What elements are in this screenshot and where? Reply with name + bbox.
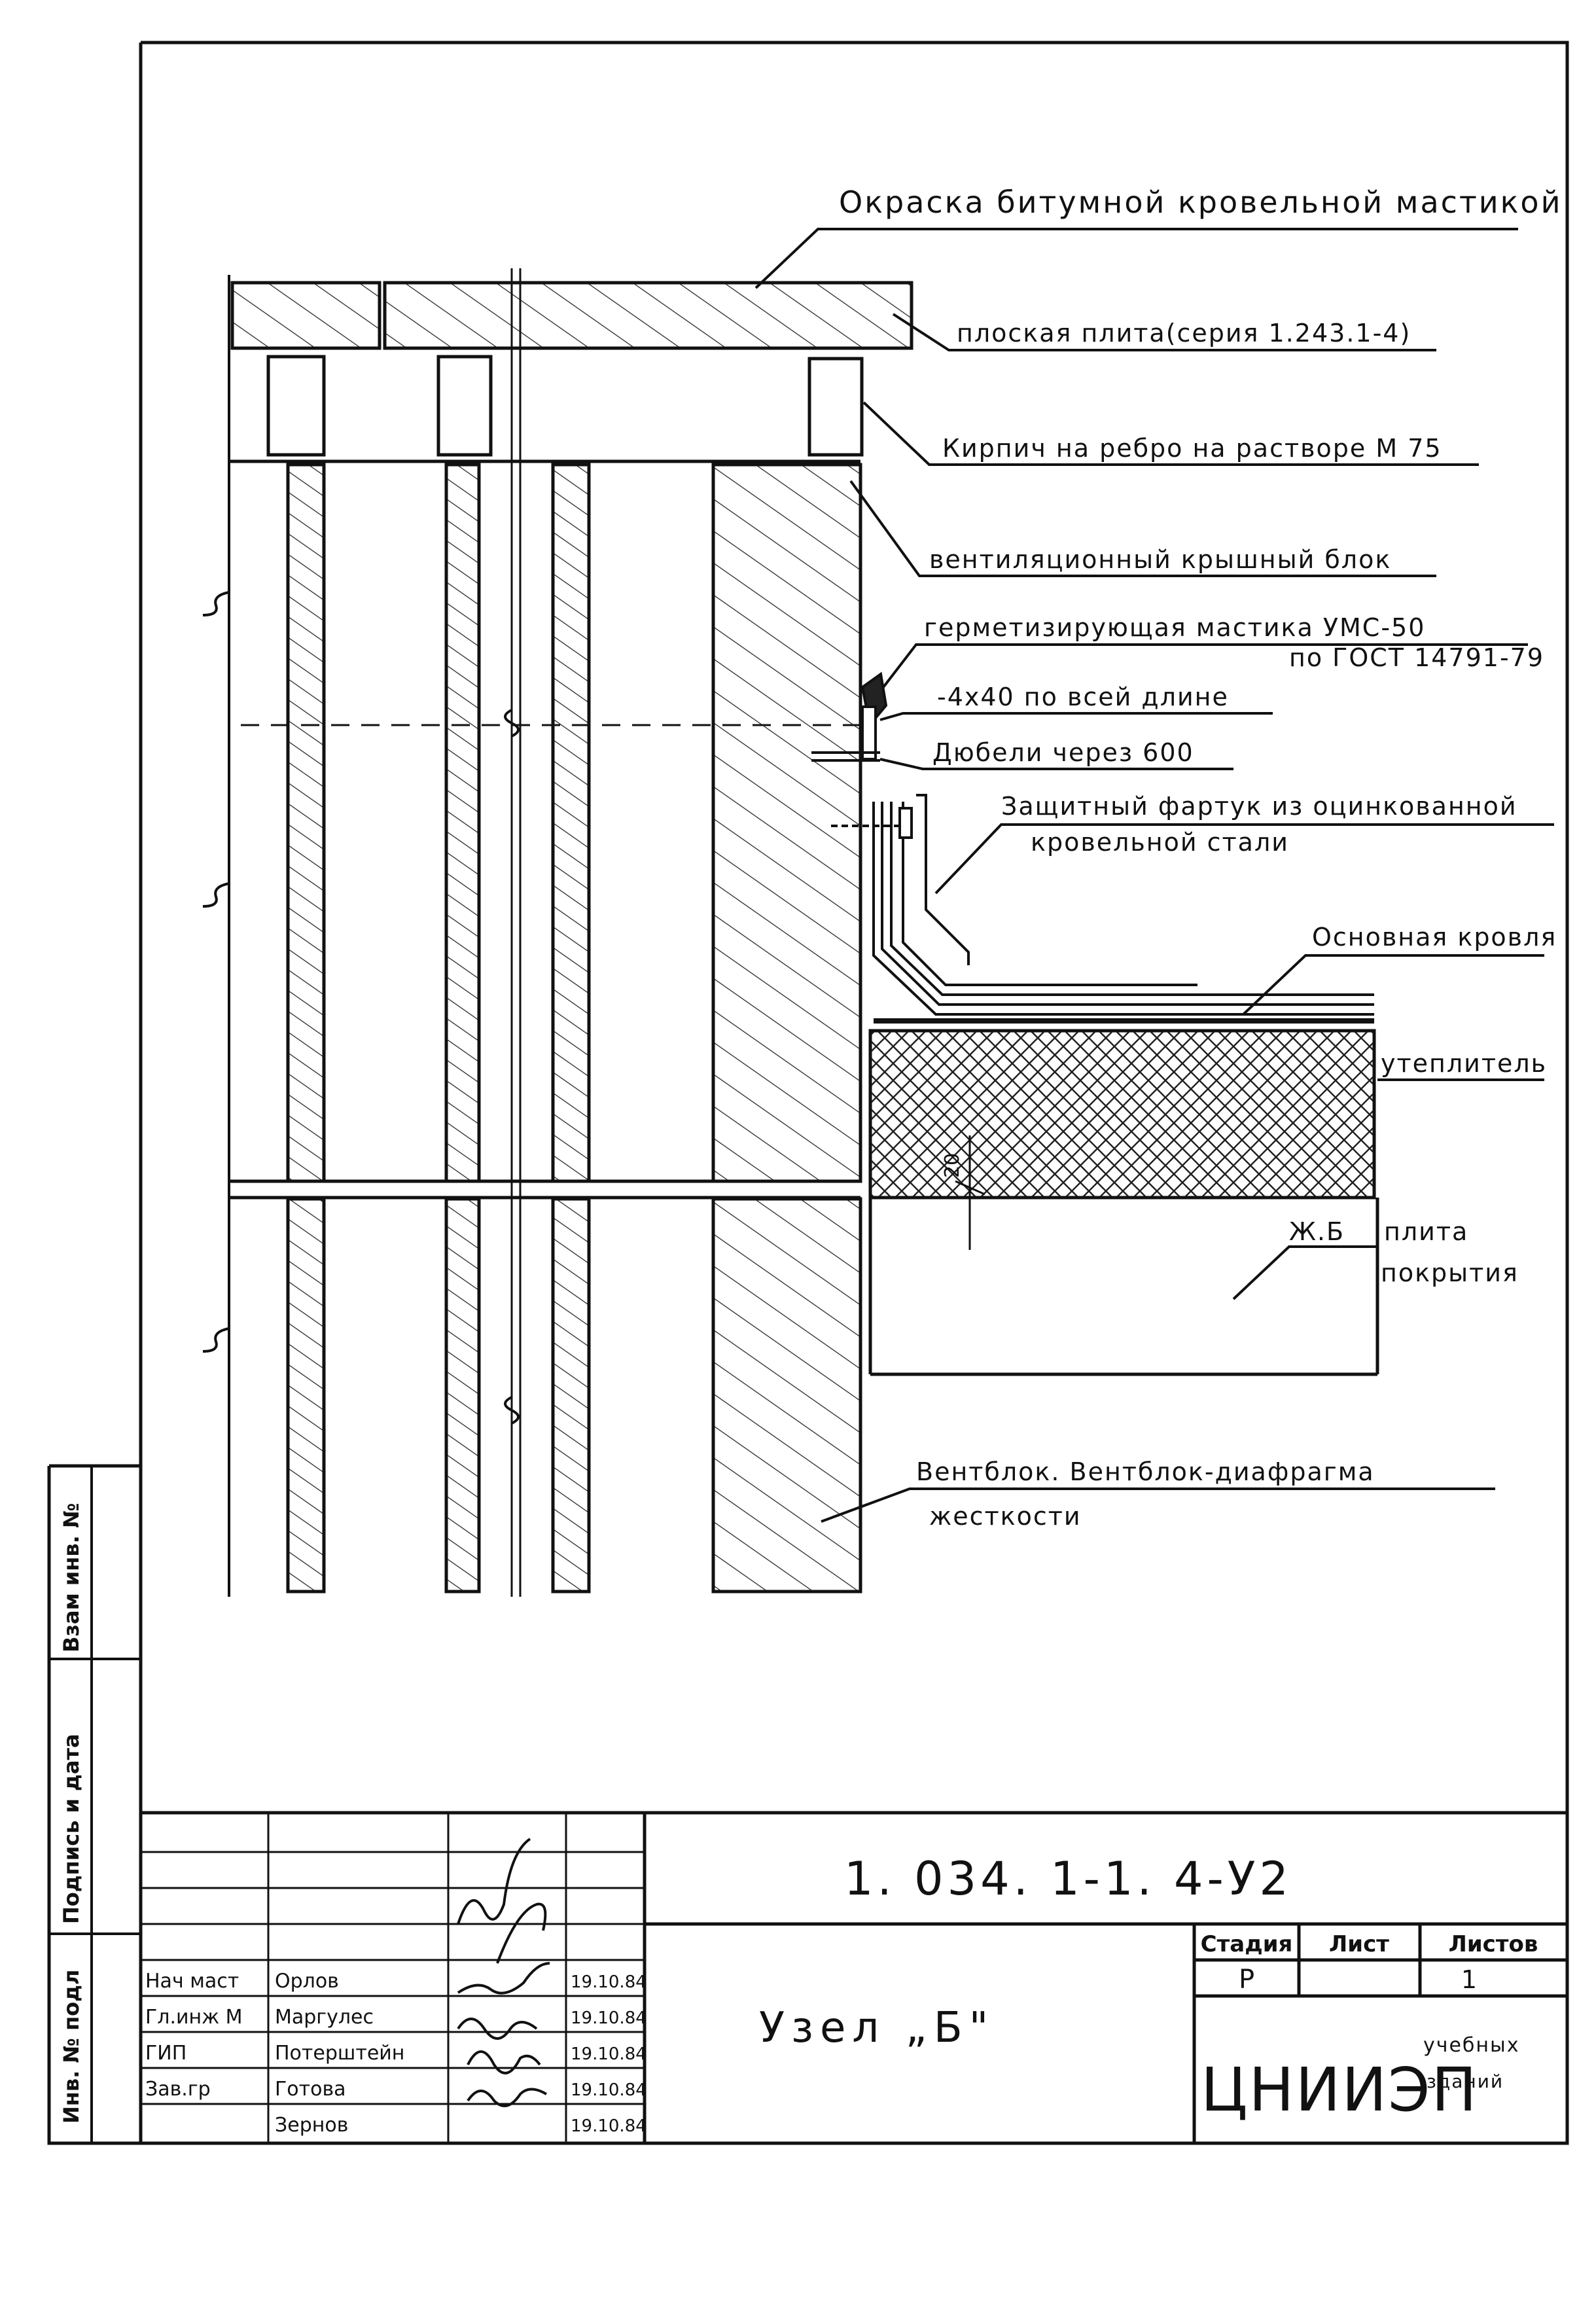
sheets-header: Листов: [1449, 1931, 1538, 1957]
label-rc-slab-1: плита: [1384, 1217, 1468, 1246]
stage-value: Р: [1239, 1965, 1254, 1995]
title-row-name: Готова: [275, 2078, 346, 2101]
brick-supports: [266, 355, 864, 457]
flat-slab: [230, 281, 913, 350]
side-inv-no: Инв. № подл: [59, 1970, 84, 2124]
label-main-roof: Основная кровля: [1312, 923, 1557, 952]
dimension-20: [955, 1135, 985, 1250]
org-sub-1: учебных: [1423, 2034, 1520, 2057]
rc-slab: [868, 1198, 1379, 1376]
title-row-date: 19.10.84: [571, 2080, 647, 2100]
label-rc-slab-2: покрытия: [1381, 1258, 1519, 1287]
node-title: Узел „Б": [759, 2004, 995, 2052]
doc-code: 1. 034. 1-1. 4-У2: [844, 1852, 1292, 1906]
insulation-layer: [868, 1029, 1376, 1200]
title-row-name: Маргулес: [275, 2006, 374, 2029]
stage-header: Стадия: [1201, 1931, 1293, 1957]
title-row-name: Зернов: [275, 2114, 348, 2137]
label-sealant-2: по ГОСТ 14791-79: [1289, 643, 1544, 672]
label-coating: Окраска битумной кровельной мастикой: [839, 185, 1562, 220]
title-row-date: 19.10.84: [571, 2008, 647, 2028]
leader-lines: [754, 228, 1554, 1523]
side-stamp: [49, 1466, 141, 2143]
title-block-grid: [141, 1811, 1567, 2143]
title-row-role: Зав.гр: [145, 2078, 211, 2101]
label-apron-1: Защитный фартук из оцинкованной: [1001, 792, 1517, 821]
label-flat-slab: плоская плита(серия 1.243.1-4): [957, 319, 1411, 347]
label-apron-2: кровельной стали: [1031, 828, 1289, 857]
title-row-role: ГИП: [145, 2042, 186, 2065]
dimension-20-label: 20: [941, 1153, 964, 1178]
signatures: [457, 1838, 550, 2107]
title-row-role: Нач маст: [145, 1970, 239, 1993]
label-sealant-1: герметизирующая мастика УМС-50: [924, 613, 1425, 642]
title-row-date: 19.10.84: [571, 1972, 647, 1992]
title-row-name: Орлов: [275, 1970, 339, 1993]
label-rc-mark: Ж.Б: [1289, 1217, 1345, 1246]
sealant-detail: [811, 671, 903, 827]
sheet-header: Лист: [1329, 1931, 1389, 1957]
title-row-role: Гл.инж М: [145, 2006, 243, 2029]
title-row-date: 19.10.84: [571, 2116, 647, 2136]
label-ventblock-1: Вентблок. Вентблок-диафрагма: [916, 1457, 1375, 1486]
title-block-left-grid: [141, 1813, 645, 2143]
org-logo: ЦНИИЭП: [1201, 2055, 1478, 2125]
label-brick: Кирпич на ребро на растворе М 75: [942, 434, 1442, 463]
vent-block-walls: [228, 268, 862, 1597]
side-sign-date: Подпись и дата: [59, 1734, 84, 1924]
sheets-value: 1: [1461, 1965, 1477, 1994]
title-row-name: Потерштейн: [275, 2042, 404, 2065]
label-vent-block: вентиляционный крышный блок: [929, 545, 1391, 574]
break-marks: [202, 591, 520, 1425]
apron-roofing: [872, 794, 1374, 1024]
label-ventblock-2: жесткости: [929, 1502, 1082, 1531]
label-strip: -4х40 по всей длине: [937, 683, 1229, 711]
title-row-date: 19.10.84: [571, 2044, 647, 2064]
label-dowels: Дюбели через 600: [932, 738, 1194, 767]
label-insulation: утеплитель: [1381, 1049, 1547, 1078]
org-sub-2: зданий: [1427, 2071, 1504, 2092]
sheet-frame: [47, 41, 1569, 2145]
side-vzam: Взам инв. №: [59, 1503, 84, 1652]
